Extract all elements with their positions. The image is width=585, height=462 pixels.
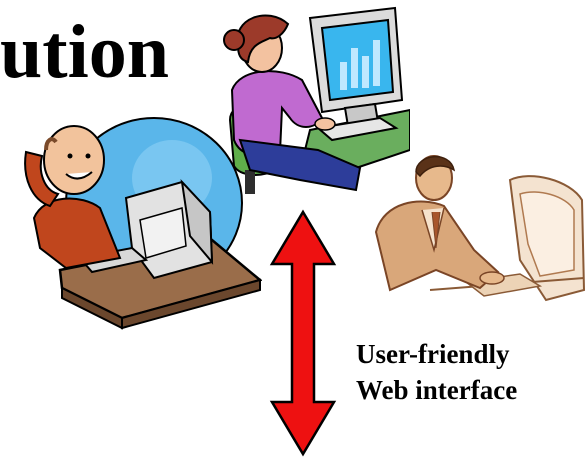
caption-line-1: User-friendly [356,339,510,369]
caption-line-2: Web interface [356,375,518,405]
interface-caption: User-friendly Web interface [356,336,517,408]
businessman-at-computer-icon [374,155,585,302]
relaxed-man-at-computer-icon [24,117,262,330]
woman-at-computer-icon [223,6,410,194]
double-headed-arrow-icon [269,209,337,457]
page-heading: ution [0,10,169,94]
